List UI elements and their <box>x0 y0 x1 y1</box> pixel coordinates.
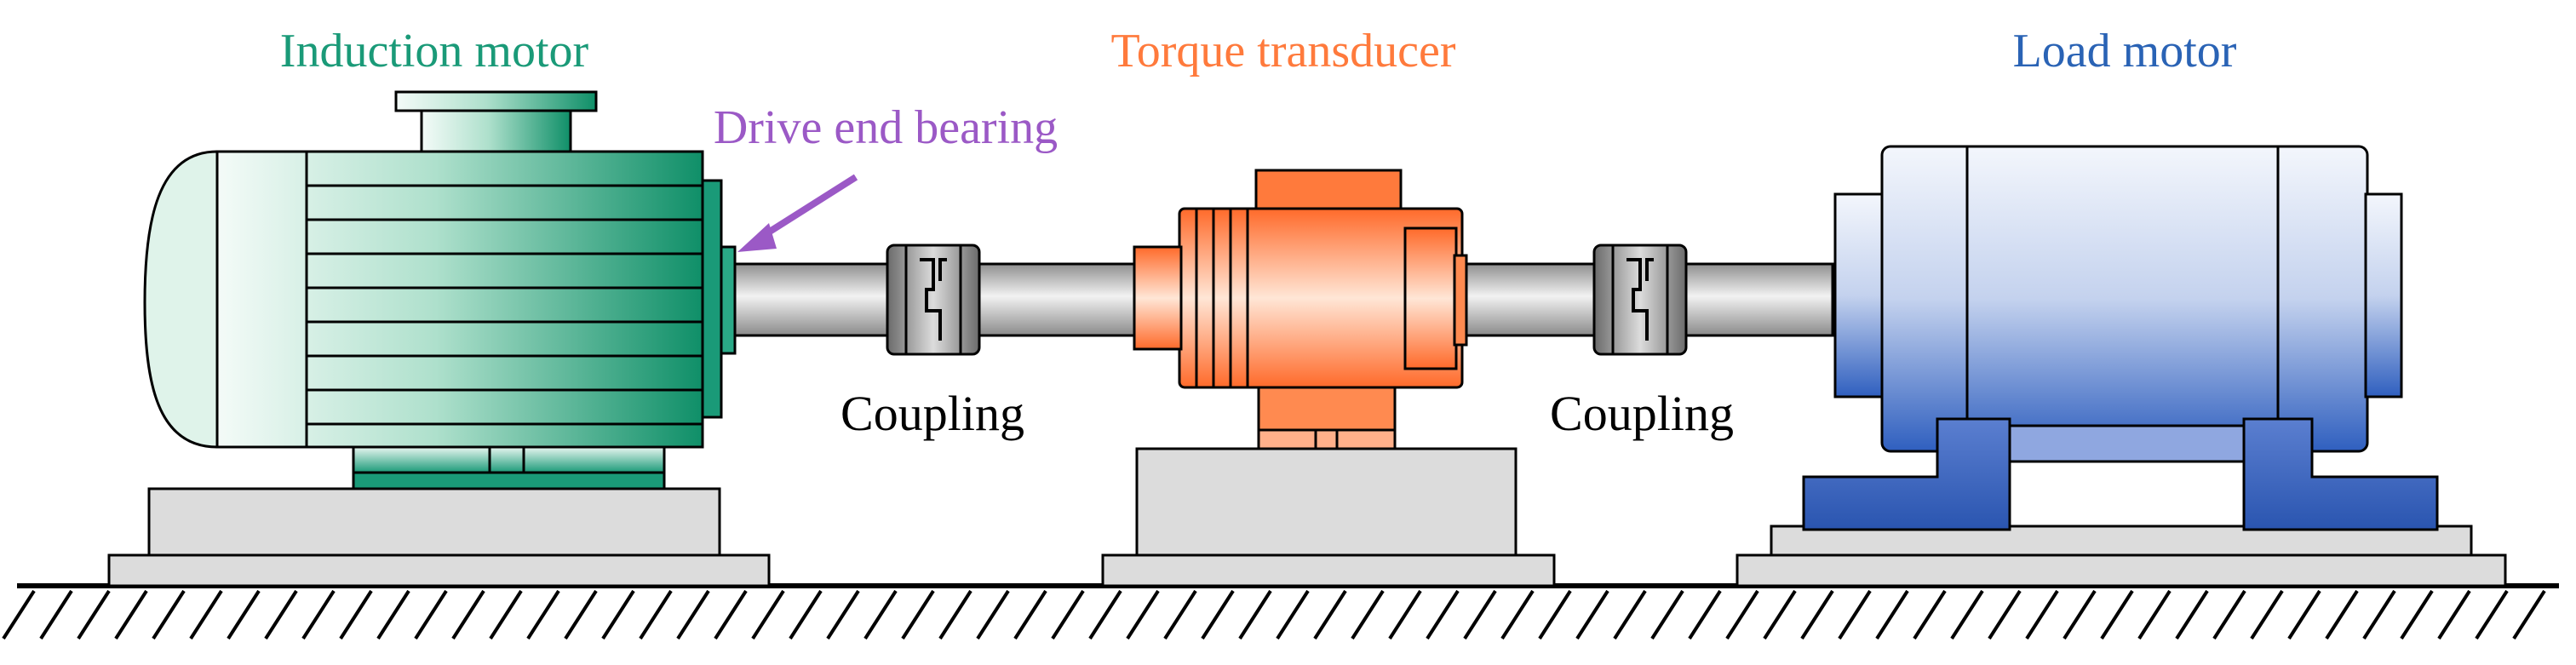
ground-hatch-line <box>564 589 598 640</box>
ground-hatch-line <box>639 589 673 640</box>
ground-hatch-line <box>1538 589 1572 640</box>
label-coupling-right: Coupling <box>1550 386 1734 441</box>
label-drive-end-bearing: Drive end bearing <box>714 101 1058 154</box>
ground-hatch-line <box>1688 589 1722 640</box>
label-coupling-left: Coupling <box>840 386 1024 441</box>
ground-hatch-line <box>2025 589 2059 640</box>
ground-hatch-line <box>1950 589 1984 640</box>
ground-hatch-line <box>451 589 485 640</box>
load-motor-base <box>1736 525 2507 588</box>
label-load-motor: Load motor <box>2013 25 2237 77</box>
ground-hatch-line <box>1238 589 1272 640</box>
ground-hatch-line <box>227 589 261 640</box>
ground-hatch-line <box>2137 589 2172 640</box>
ground-hatch-line <box>2512 589 2546 640</box>
ground-hatch-line <box>2475 589 2509 640</box>
ground-hatch-line <box>1088 589 1122 640</box>
ground-hatch-line <box>2175 589 2209 640</box>
drive-end-bearing-arrow <box>737 174 858 252</box>
ground-hatch-line <box>601 589 635 640</box>
ground-hatch-line <box>1051 589 1085 640</box>
ground-hatch-line <box>1426 589 1460 640</box>
ground-hatch-line <box>489 589 523 640</box>
ground-hatch-line <box>77 589 111 640</box>
ground-hatch-line <box>264 589 298 640</box>
ground-hatch-line <box>2287 589 2321 640</box>
ground-hatch-line <box>2325 589 2359 640</box>
ground-hatch-line <box>1838 589 1872 640</box>
ground-hatch-line <box>114 589 148 640</box>
ground-hatch-line <box>2212 589 2246 640</box>
ground-hatch-line <box>2100 589 2134 640</box>
ground-hatch-line <box>339 589 373 640</box>
ground-hatch-line <box>976 589 1010 640</box>
ground-hatch-line <box>714 589 748 640</box>
ground-hatch-line <box>1763 589 1797 640</box>
ground-hatch-line <box>1313 589 1347 640</box>
ground-hatch-line <box>1725 589 1759 640</box>
ground-hatch-line <box>1388 589 1422 640</box>
label-induction-motor: Induction motor <box>280 25 589 77</box>
ground-hatch-line <box>1126 589 1160 640</box>
coupling-right <box>1592 244 1688 356</box>
ground-hatch-line <box>526 589 560 640</box>
ground-hatch-line <box>2400 589 2434 640</box>
ground-hatch-line <box>376 589 410 640</box>
ground-hatch-line <box>751 589 785 640</box>
ground-hatch-line <box>1013 589 1047 640</box>
ground-hatch-line <box>1650 589 1684 640</box>
torque-transducer-base <box>1101 447 1556 588</box>
ground-hatch-line <box>676 589 710 640</box>
ground-hatch-line <box>414 589 448 640</box>
ground <box>2 583 2559 640</box>
ground-hatch-line <box>2250 589 2284 640</box>
ground-hatch-line <box>1463 589 1497 640</box>
load-motor <box>1802 145 2439 531</box>
label-torque-transducer: Torque transducer <box>1110 25 1455 77</box>
ground-hatch-line <box>2063 589 2097 640</box>
ground-hatch-line <box>1875 589 1909 640</box>
induction-motor-base <box>107 487 771 588</box>
ground-hatch-line <box>938 589 972 640</box>
ground-hatch-line <box>789 589 823 640</box>
ground-hatch-line <box>1988 589 2022 640</box>
ground-hatch-line <box>189 589 223 640</box>
coupling-left <box>886 244 981 356</box>
ground-hatch-line <box>1276 589 1310 640</box>
ground-hatch-line <box>1351 589 1385 640</box>
ground-hatch-line <box>1613 589 1647 640</box>
ground-hatch-line <box>826 589 860 640</box>
ground-hatch-line <box>1575 589 1609 640</box>
ground-hatch-line <box>1163 589 1197 640</box>
ground-hatch-line <box>301 589 336 640</box>
ground-hatch-line <box>1800 589 1834 640</box>
ground-hatch-line <box>2 589 36 640</box>
ground-hatch-line <box>2437 589 2471 640</box>
ground-hatch-line <box>39 589 73 640</box>
ground-hatch-line <box>901 589 935 640</box>
ground-hatch-line <box>1500 589 1535 640</box>
induction-motor <box>143 90 737 490</box>
ground-hatch-line <box>1913 589 1947 640</box>
ground-hatch-line <box>2362 589 2396 640</box>
ground-hatch-line <box>152 589 186 640</box>
ground-hatch-line <box>863 589 898 640</box>
ground-hatch-line <box>1201 589 1235 640</box>
torque-transducer <box>1133 169 1468 450</box>
